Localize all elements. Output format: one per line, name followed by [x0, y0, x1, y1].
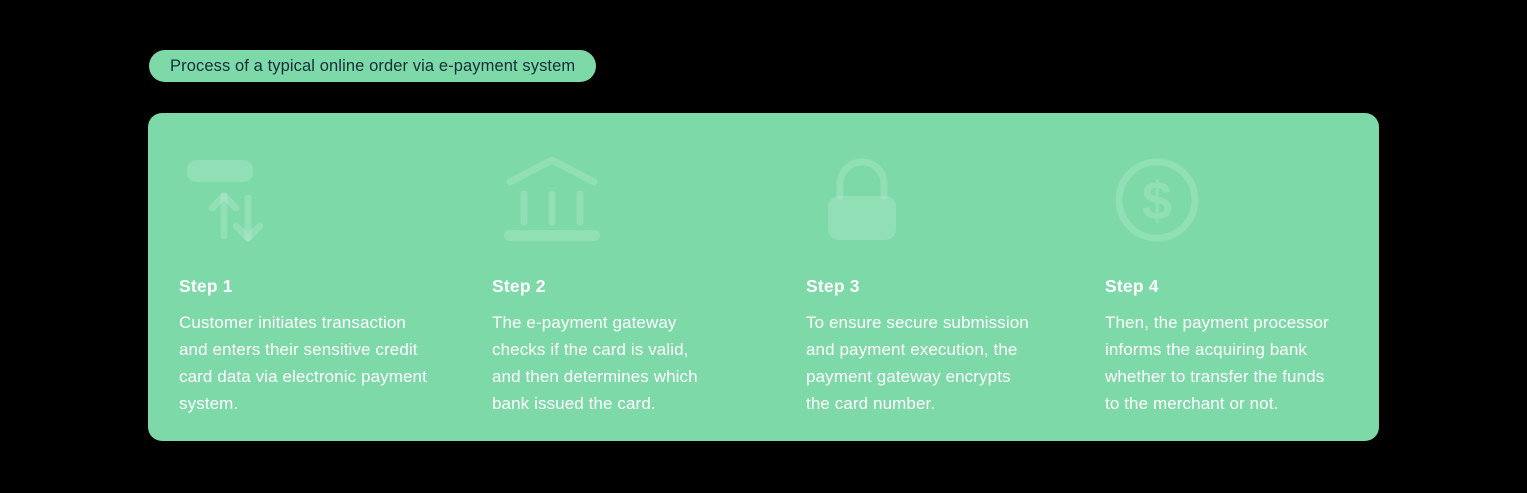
- process-card: Step 1 Customer initiates transaction an…: [148, 113, 1379, 441]
- page-title-badge: Process of a typical online order via e-…: [149, 50, 597, 82]
- bank-icon: [492, 150, 778, 246]
- step-description: To ensure secure submission and payment …: [806, 313, 1029, 413]
- step-label: Step 4: [1105, 276, 1159, 296]
- svg-text:$: $: [1142, 171, 1172, 231]
- step-label: Step 3: [806, 276, 860, 296]
- card-transfer-icon: [179, 150, 465, 246]
- step-column-4: $ Step 4 Then, the payment processor inf…: [1105, 150, 1391, 417]
- step-description: Then, the payment processor informs the …: [1105, 313, 1329, 413]
- step-label: Step 1: [179, 276, 233, 296]
- padlock-icon: [806, 150, 1092, 246]
- step-column-2: Step 2 The e-payment gateway checks if t…: [492, 150, 778, 417]
- step-description: The e-payment gateway checks if the card…: [492, 313, 698, 413]
- step-column-3: Step 3 To ensure secure submission and p…: [806, 150, 1092, 417]
- page-title: Process of a typical online order via e-…: [170, 56, 576, 75]
- step-column-1: Step 1 Customer initiates transaction an…: [179, 150, 465, 417]
- step-description: Customer initiates transaction and enter…: [179, 313, 427, 413]
- step-label: Step 2: [492, 276, 546, 296]
- dollar-icon: $: [1105, 150, 1391, 246]
